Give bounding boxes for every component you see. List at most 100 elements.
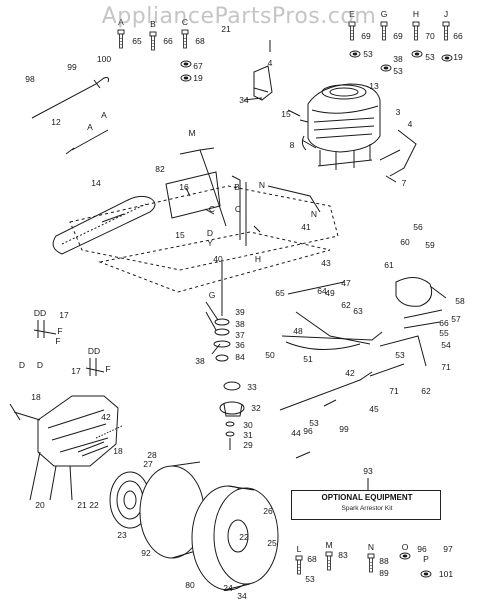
callout: 22: [89, 500, 99, 510]
callout: H: [255, 254, 261, 264]
callout: 44: [291, 428, 301, 438]
bolt-B: [149, 31, 157, 51]
callout: 70: [425, 31, 435, 41]
drive-belt-inner: [61, 203, 147, 245]
bracket-4-left: [243, 65, 273, 101]
callout: 38: [393, 54, 403, 64]
bolt-H: [412, 21, 420, 41]
lever-71: [369, 335, 427, 377]
callout: B: [150, 19, 156, 29]
callout: P: [423, 554, 429, 564]
rod-45: [279, 371, 373, 411]
callout: 19: [193, 73, 203, 83]
callout: 26: [263, 506, 273, 516]
callout: 65: [132, 36, 142, 46]
rod-clip: [93, 79, 101, 89]
tire-80: [191, 485, 279, 591]
optional-equipment-box: OPTIONAL EQUIPMENT Spark Arrestor Kit: [291, 490, 441, 520]
bolt-A: [117, 29, 125, 49]
callout: O: [402, 542, 409, 552]
callout: 42: [101, 412, 111, 422]
callout: 60: [400, 237, 410, 247]
callout: 15: [175, 230, 185, 240]
bolt-E: [348, 21, 356, 41]
optional-equipment-number: 93: [363, 466, 373, 476]
callout: 99: [67, 62, 77, 72]
callout: N: [259, 180, 265, 190]
callout: 57: [451, 314, 461, 324]
callout: 92: [141, 548, 151, 558]
callout: 42: [345, 368, 355, 378]
callout: 12: [51, 117, 61, 127]
callout: 18: [113, 446, 123, 456]
handle-7: [379, 129, 417, 183]
callout: D: [19, 360, 25, 370]
callout: 50: [265, 350, 275, 360]
bolt-J: [442, 21, 450, 41]
callout: 22: [239, 532, 249, 542]
callout: 65: [275, 288, 285, 298]
callout: 34: [237, 591, 247, 600]
callout: 30: [243, 420, 253, 430]
callout: 47: [341, 278, 351, 288]
callout: 99: [339, 424, 349, 434]
callout: M: [188, 128, 195, 138]
callout: 89: [379, 568, 389, 578]
callout: 59: [425, 240, 435, 250]
control-rod: [31, 77, 109, 119]
callout: 84: [235, 352, 245, 362]
callout: D: [207, 228, 213, 238]
callout: 98: [25, 74, 35, 84]
callout: H: [413, 9, 419, 19]
callout: 38: [195, 356, 205, 366]
callout: 17: [59, 310, 69, 320]
bolt-N: [367, 553, 375, 573]
callout: 64: [317, 286, 327, 296]
callout: 53: [425, 52, 435, 62]
callout: 8: [290, 140, 295, 150]
optional-equipment-title: OPTIONAL EQUIPMENT: [321, 493, 413, 502]
rod-51: [285, 341, 361, 351]
bracket-57: [403, 309, 443, 329]
callout: 97: [443, 544, 453, 554]
nut-19: [441, 54, 453, 62]
rod-link: [65, 129, 109, 155]
callout: 68: [195, 36, 205, 46]
callout: 48: [293, 326, 303, 336]
spark-arrestor-kit-label: Spark Arrestor Kit: [341, 505, 393, 512]
mower-frame: [69, 147, 339, 293]
callout: 83: [338, 550, 348, 560]
bolt-L: [295, 555, 303, 575]
bolt-G: [380, 21, 388, 41]
callout: 32: [251, 403, 261, 413]
spindle-stack: [213, 262, 245, 450]
callout: 25: [267, 538, 277, 548]
callout: 62: [421, 386, 431, 396]
callout: DD: [34, 308, 46, 318]
callout: 49: [325, 288, 335, 298]
callout: D: [37, 360, 43, 370]
washer-38: [380, 64, 392, 72]
engine: [307, 83, 381, 170]
callout: 21: [77, 500, 87, 510]
callout: 96: [417, 544, 427, 554]
callout: N: [368, 542, 374, 552]
callout: 53: [393, 66, 403, 76]
callout: A: [101, 110, 107, 120]
callout: 31: [243, 430, 253, 440]
callout: 66: [163, 36, 173, 46]
bolt-C: [181, 29, 189, 49]
nut-67: [180, 60, 192, 68]
callout: 19: [453, 52, 463, 62]
callout: 53: [309, 418, 319, 428]
callout: 33: [247, 382, 257, 392]
callout: E: [349, 9, 355, 19]
callout: A: [87, 122, 93, 132]
callout: 56: [413, 222, 423, 232]
callout: 100: [97, 54, 111, 64]
callout: C: [209, 204, 215, 214]
callout: 7: [402, 178, 407, 188]
callout: 63: [353, 306, 363, 316]
callout: 68: [307, 554, 317, 564]
